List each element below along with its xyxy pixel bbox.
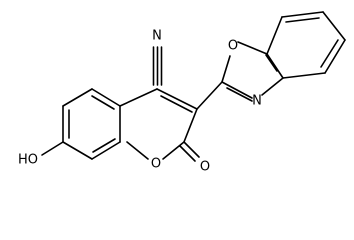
bond-c3a-c7a-inner: [265, 54, 278, 72]
bond-c2-carbonyl-a: [183, 141, 200, 158]
bond-c2-o1: [162, 141, 185, 160]
bond-c3a-c7a: [266, 53, 284, 79]
bond-c6-c5: [322, 11, 346, 41]
structure-drawing: N O N O O HO: [18, 11, 346, 175]
bond-c5-c4-inner: [320, 39, 339, 68]
bond-c7-oh: [41, 141, 64, 156]
bond-c4-c3a: [282, 72, 326, 79]
bond-c2prime-o: [221, 55, 231, 83]
bond-o-c7a: [237, 41, 268, 55]
bond-c7a-c7: [266, 16, 283, 55]
bond-c4a-c5-inner: [91, 95, 115, 110]
bond-c8-c8a: [91, 141, 121, 160]
atom-label-n-oxazole: N: [252, 94, 262, 109]
atom-label-n-nitrile: N: [152, 29, 162, 44]
bond-c7-c6-inner: [285, 17, 320, 23]
bond-c4a-c5: [91, 88, 121, 107]
molecule-svg: N O N O O HO: [18, 11, 346, 175]
nitrile-group: [152, 46, 163, 86]
bond-c2-carbonyl-b: [179, 145, 196, 162]
atom-label-o-ring: O: [151, 157, 161, 172]
bond-c5-c4: [324, 39, 346, 74]
atom-label-hydroxyl: HO: [18, 153, 38, 168]
oxazole-ring: [221, 41, 284, 102]
bond-o1-c8a: [126, 141, 149, 160]
bond-n-c3a: [261, 77, 284, 96]
benzo-ring: [41, 88, 121, 160]
atom-label-o-carbonyl: O: [200, 160, 210, 175]
bond-c4a-c4: [119, 88, 158, 107]
pyrone-ring: [119, 88, 200, 162]
bond-c4-c3-inner: [160, 95, 193, 113]
bond-c3-c2prime: [196, 81, 223, 110]
bond-c2prime-n-inner: [226, 87, 253, 102]
bond-c5-c6: [62, 88, 93, 107]
benzoxazole-benzene: [265, 11, 346, 79]
atom-label-o-oxazole: O: [228, 39, 238, 54]
bond-c7-c6: [281, 11, 324, 18]
bond-c2prime-n: [221, 81, 253, 99]
bond-c4-c3: [156, 88, 198, 110]
bond-c8-c8a-inner: [92, 138, 116, 153]
bond-c3-c2: [183, 108, 198, 143]
bond-c7-c8: [62, 141, 93, 160]
